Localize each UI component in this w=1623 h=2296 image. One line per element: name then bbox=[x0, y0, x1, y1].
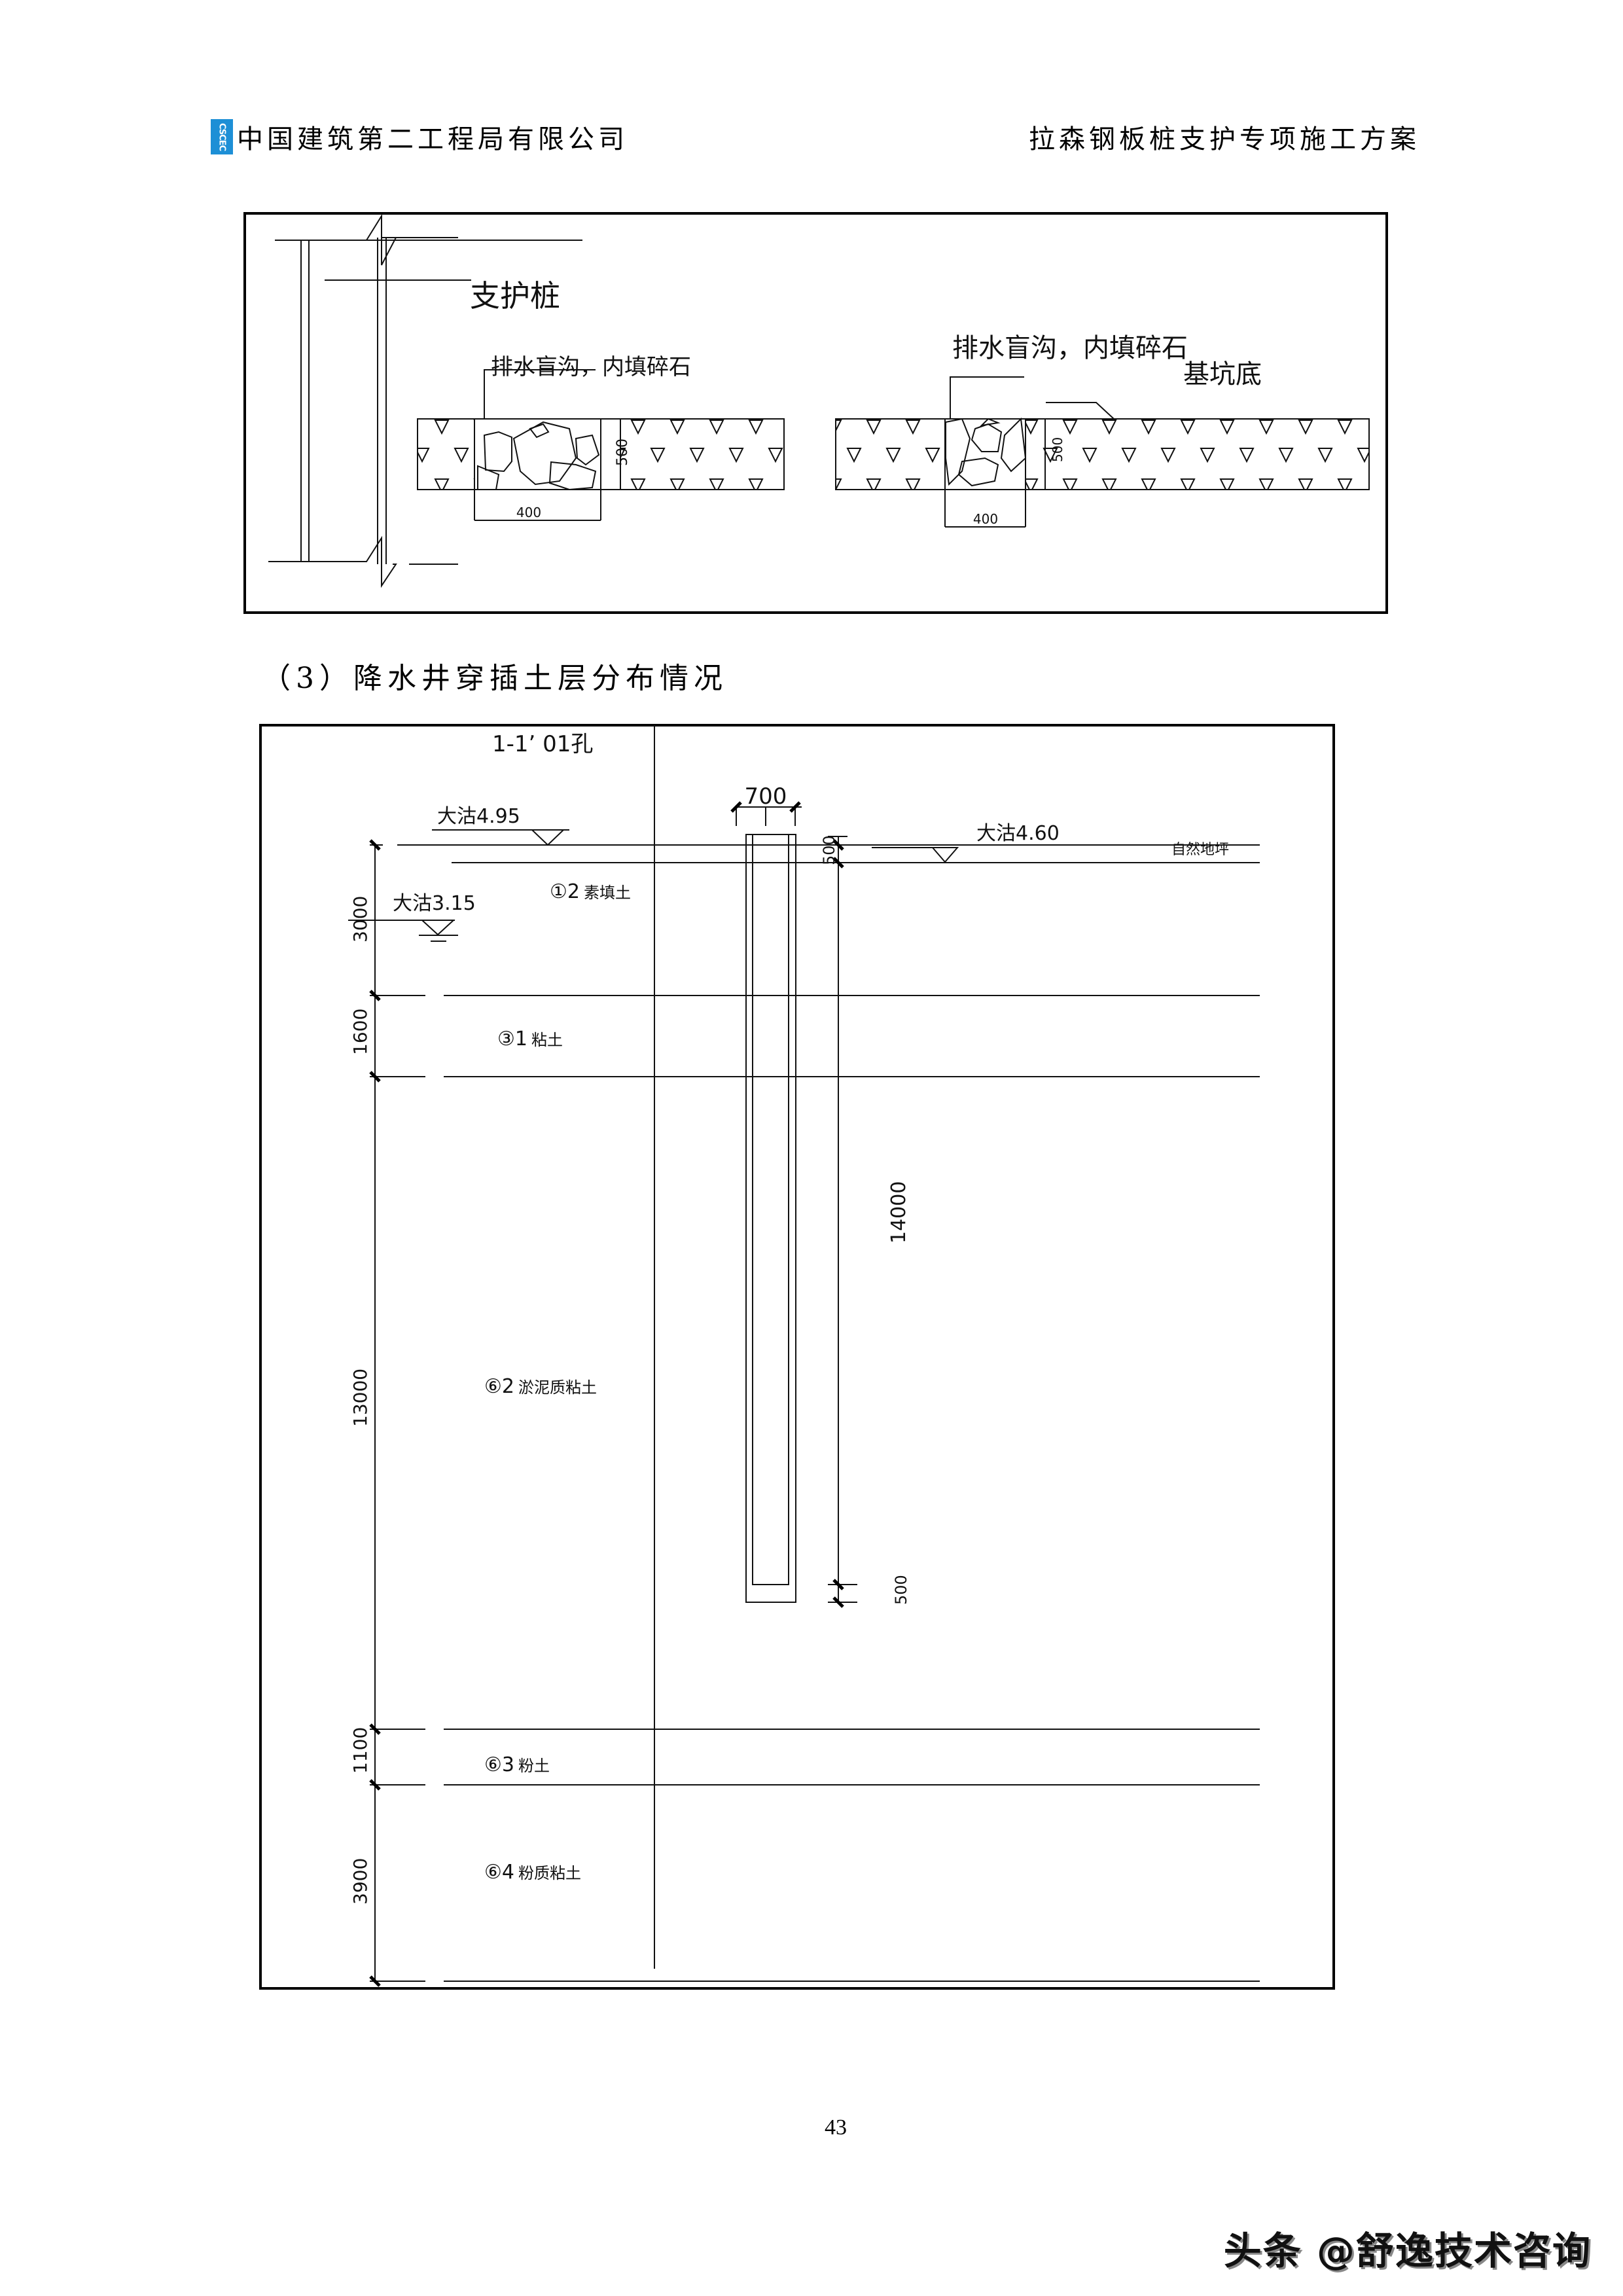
layer-5-thickness: 3900 bbox=[349, 1858, 371, 1905]
pit-bottom-label: 基坑底 bbox=[1183, 359, 1262, 389]
figure-2-soil-layers: 1-1’ 01孔 大沽4.95 大沽3.15 大沽4.60 自然地坪 bbox=[259, 724, 1335, 1990]
document-title: 拉森钢板桩支护专项施工方案 bbox=[1029, 124, 1420, 154]
elevation-top-right: 大沽4.60 bbox=[976, 822, 1060, 845]
elevation-top-left: 大沽4.95 bbox=[437, 805, 520, 828]
left-ditch-width-dim: 400 bbox=[516, 505, 541, 520]
right-ditch-width-dim: 400 bbox=[973, 511, 998, 527]
layer-3-thickness: 13000 bbox=[349, 1369, 371, 1427]
dewatering-well-drawing bbox=[736, 806, 857, 1603]
right-ditch-height-dim: 500 bbox=[1050, 437, 1065, 462]
right-ditch-label: 排水盲沟，内填碎石 bbox=[952, 333, 1188, 363]
company-name: 中国建筑第二工程局有限公司 bbox=[237, 124, 628, 154]
well-top-offset-dim: 500 bbox=[820, 835, 838, 865]
left-ditch-height-dim: 500 bbox=[615, 439, 631, 466]
support-pile-drawing bbox=[268, 213, 582, 588]
gravel-fill-left bbox=[477, 421, 600, 491]
layer-4-thickness: 1100 bbox=[349, 1727, 371, 1774]
left-ditch-label: 排水盲沟，内填碎石 bbox=[491, 354, 691, 380]
company-logo-icon: CSCEC bbox=[211, 119, 233, 154]
layer-2-thickness: 1600 bbox=[349, 1009, 371, 1055]
figure-1-drainage-ditch: 支护桩 排水盲沟，内填碎石 500 400 排水盲沟，内填碎石 基坑底 bbox=[243, 212, 1388, 614]
section-label: 1-1’ 01孔 bbox=[492, 731, 593, 757]
elevation-water-level: 大沽3.15 bbox=[393, 892, 476, 915]
support-pile-label: 支护桩 bbox=[470, 278, 560, 314]
natural-ground-label: 自然地坪 bbox=[1171, 842, 1229, 858]
gravel-fill-right bbox=[945, 417, 1027, 487]
well-depth-dim: 14000 bbox=[887, 1181, 910, 1244]
figure-2-border bbox=[259, 724, 1335, 1990]
well-bottom-dim: 500 bbox=[892, 1575, 910, 1605]
page-header-left: CSCEC 中国建筑第二工程局有限公司 bbox=[211, 118, 628, 156]
well-width-dim: 700 bbox=[745, 783, 787, 810]
watermark: 头条 @舒逸技术咨询 bbox=[1223, 2229, 1592, 2273]
layer-1-thickness: 3000 bbox=[349, 896, 371, 942]
section-heading: （3）降水井穿插土层分布情况 bbox=[262, 662, 728, 695]
figure-1-border bbox=[243, 212, 1388, 614]
page-number: 43 bbox=[825, 2115, 847, 2140]
